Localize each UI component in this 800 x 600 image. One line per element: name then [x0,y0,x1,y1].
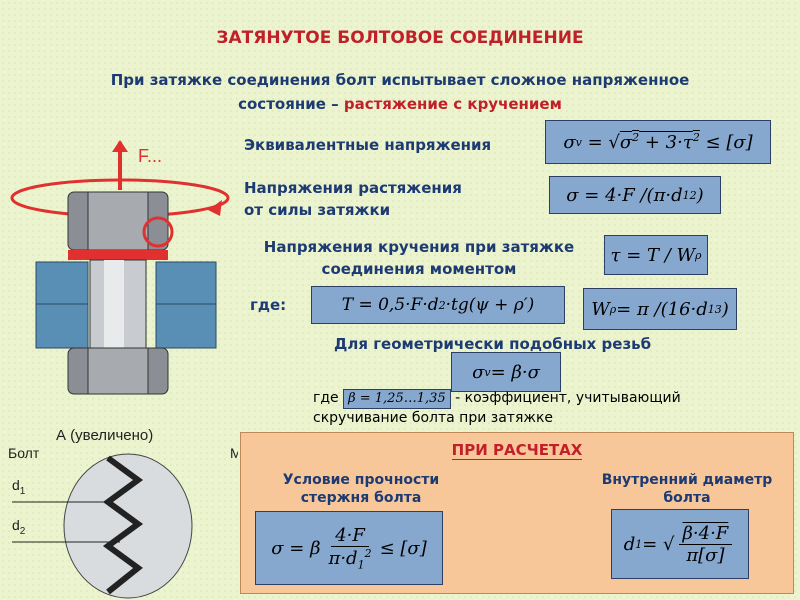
view-label: А (увеличено) [56,427,153,444]
intro-highlight: растяжение с кручением [343,95,562,113]
bolt-head-face [87,191,149,251]
d2-label: d2 [12,517,26,537]
bolt-label: Болт [8,445,40,461]
inner-line-1: Внутренний диаметр [601,472,773,488]
torsion-line-1: Напряжения кручения при затяжке [263,238,575,256]
where-label: где: [250,296,287,314]
equivalent-stress-label: Эквивалентные напряжения [244,136,492,154]
strength-line-1: Условие прочности [282,472,440,488]
slide-title: ЗАТЯНУТОЕ БОЛТОВОЕ СОЕДИНЕНИЕ [216,28,584,48]
tension-stress-label: Напряжения растяжения от силы затяжки [244,177,462,221]
similar-thread-label: Для геометрически подобных резьб [334,335,652,353]
beta-note-prefix: где [313,390,339,406]
beta-note-line-2: скручивание болта при затяжке [313,410,554,426]
plate-right [155,261,217,349]
tension-line-2: от силы затяжки [244,201,391,219]
d1-label: d1 [12,477,26,497]
nut-face [87,347,149,395]
panel-title-text: ПРИ РАСЧЕТАХ [451,441,583,460]
intro-line-2: состояние – растяжение с кручением [40,92,760,116]
beta-note-suffix: - коэффициент, учитывающий [450,390,681,406]
beta-note-line-1: где β = 1,25…1,35 - коэффициент, учитыва… [313,389,733,409]
washer [68,250,168,260]
torque-arrow-head [208,200,222,216]
beta-note: где β = 1,25…1,35 - коэффициент, учитыва… [313,389,733,427]
intro-line-2-prefix: состояние – [238,95,344,113]
inner-line-2: болта [663,490,711,506]
panel-title: ПРИ РАСЧЕТАХ [241,441,793,460]
inner-diameter-label: Внутренний диаметр болта [587,471,787,507]
plate-left [35,261,89,349]
force-arrow-head [112,140,128,152]
strength-condition-label: Условие прочности стержня болта [255,471,467,507]
thread-detail [63,453,193,599]
tension-line-1: Напряжения растяжения [244,179,462,197]
intro-line-1: При затяжке соединения болт испытывает с… [110,71,690,89]
torsion-line-2: соединения моментом [321,260,517,278]
m-label: М [230,445,238,461]
intro-text: При затяжке соединения болт испытывает с… [40,68,760,116]
thread-profile [102,455,144,595]
force-label: F... [138,146,162,166]
beta-range: β = 1,25…1,35 [343,389,451,409]
strength-line-2: стержня болта [300,490,422,506]
calculation-panel: ПРИ РАСЧЕТАХ Условие прочности стержня б… [240,432,794,594]
detail-circle [142,216,174,248]
bolt-illustration: F... А (увеличено) Болт d1 d2 М [8,140,238,599]
torsion-stress-label: Напряжения кручения при затяжке соединен… [250,236,588,280]
